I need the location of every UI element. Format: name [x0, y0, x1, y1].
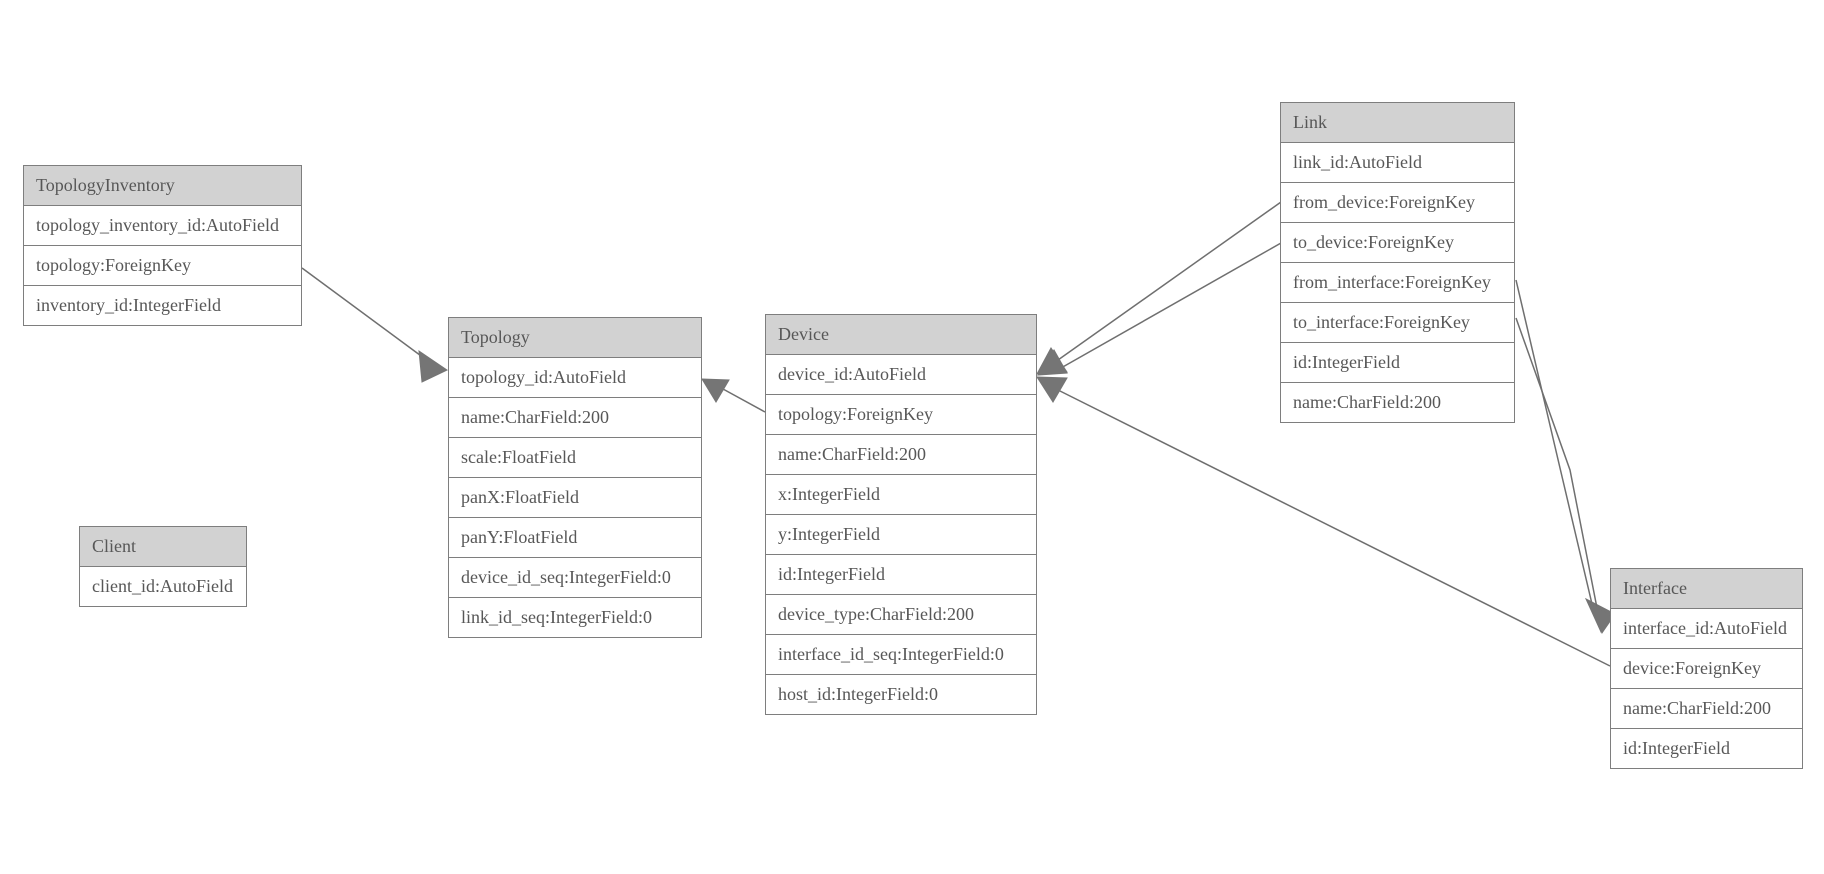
- field-row: id:IntegerField: [1281, 342, 1514, 382]
- field-row: topology_id:AutoField: [449, 357, 701, 397]
- relation-line-link-to-interface: [1515, 317, 1598, 609]
- table-title: Client: [80, 527, 246, 566]
- field-row: name:CharField:200: [449, 397, 701, 437]
- arrowhead-topologyinventory-topology: [418, 349, 449, 383]
- field-row: name:CharField:200: [1281, 382, 1514, 422]
- field-row: topology:ForeignKey: [766, 394, 1036, 434]
- field-row: to_device:ForeignKey: [1281, 222, 1514, 262]
- table-title: Topology: [449, 318, 701, 357]
- arrowhead-link-from-interface: [1584, 597, 1614, 634]
- table-title: Interface: [1611, 569, 1802, 608]
- field-row: device_id:AutoField: [766, 354, 1036, 394]
- field-row: name:CharField:200: [766, 434, 1036, 474]
- field-row: link_id:AutoField: [1281, 142, 1514, 182]
- field-row: device_type:CharField:200: [766, 594, 1036, 634]
- field-row: from_interface:ForeignKey: [1281, 262, 1514, 302]
- field-row: name:CharField:200: [1611, 688, 1802, 728]
- table-title: Link: [1281, 103, 1514, 142]
- relation-line-topologyinventory-topology: [301, 267, 433, 365]
- field-row: topology_inventory_id:AutoField: [24, 205, 301, 245]
- field-row: device_id_seq:IntegerField:0: [449, 557, 701, 597]
- entity-table-topology-inventory: TopologyInventory topology_inventory_id:…: [23, 165, 302, 326]
- relation-line-link-from-interface: [1515, 279, 1593, 605]
- relation-line-link-to-device: [1060, 242, 1282, 369]
- field-row: topology:ForeignKey: [24, 245, 301, 285]
- relation-line-interface-device: [1057, 389, 1611, 667]
- field-row: inventory_id:IntegerField: [24, 285, 301, 325]
- relation-line-link-from-device: [1057, 201, 1282, 361]
- field-row: host_id:IntegerField:0: [766, 674, 1036, 714]
- field-row: interface_id:AutoField: [1611, 608, 1802, 648]
- arrowhead-link-to-device: [1037, 349, 1068, 376]
- field-row: to_interface:ForeignKey: [1281, 302, 1514, 342]
- field-row: from_device:ForeignKey: [1281, 182, 1514, 222]
- field-row: device:ForeignKey: [1611, 648, 1802, 688]
- entity-table-client: Client client_id:AutoField: [79, 526, 247, 607]
- field-row: panY:FloatField: [449, 517, 701, 557]
- relation-line-device-topology: [722, 388, 766, 413]
- field-row: id:IntegerField: [1611, 728, 1802, 768]
- field-row: interface_id_seq:IntegerField:0: [766, 634, 1036, 674]
- field-row: panX:FloatField: [449, 477, 701, 517]
- table-title: TopologyInventory: [24, 166, 301, 205]
- field-row: id:IntegerField: [766, 554, 1036, 594]
- arrowhead-device-topology: [701, 378, 730, 403]
- field-row: link_id_seq:IntegerField:0: [449, 597, 701, 637]
- field-rows: client_id:AutoField: [80, 566, 246, 606]
- field-row: x:IntegerField: [766, 474, 1036, 514]
- arrowhead-link-from-device: [1036, 347, 1068, 375]
- arrowhead-interface-device: [1036, 376, 1068, 403]
- table-title: Device: [766, 315, 1036, 354]
- field-row: y:IntegerField: [766, 514, 1036, 554]
- field-row: client_id:AutoField: [80, 566, 246, 606]
- field-row: scale:FloatField: [449, 437, 701, 477]
